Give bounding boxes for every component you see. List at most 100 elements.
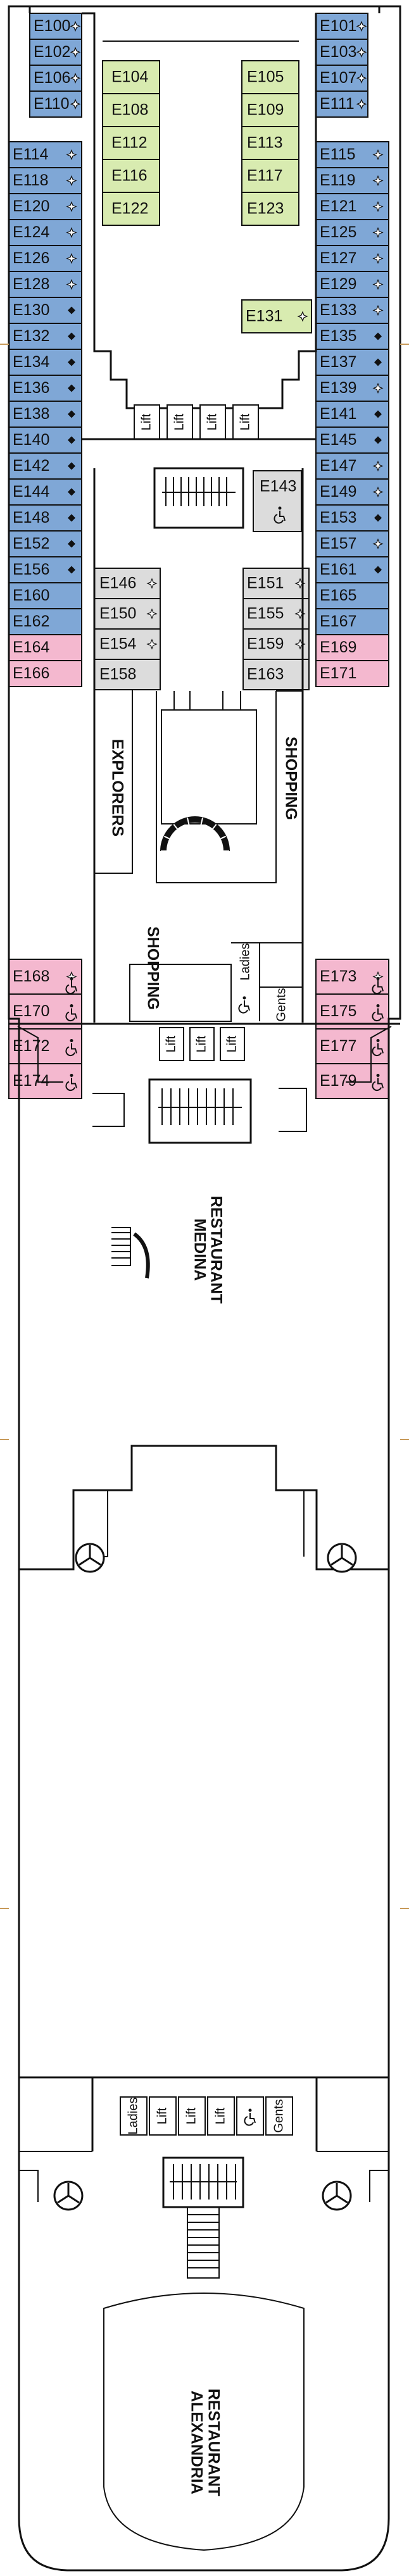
cabin-e104[interactable]: E104 (102, 60, 160, 94)
cabin-e103[interactable]: E103 (315, 39, 368, 66)
cabin-number: E135 (320, 327, 356, 345)
cabin-e156[interactable]: E156 (8, 556, 82, 583)
cabin-e152[interactable]: E152 (8, 530, 82, 557)
cabin-e110[interactable]: E110 (29, 90, 82, 118)
cabin-e146[interactable]: E146 (94, 568, 161, 599)
staircase-mid (148, 1078, 252, 1144)
spiral-staircase (160, 816, 230, 852)
cabin-e147[interactable]: E147 (315, 452, 389, 480)
cabin-e171[interactable]: E171 (315, 660, 389, 687)
cabin-e166[interactable]: E166 (8, 660, 82, 687)
cabin-e121[interactable]: E121 (315, 193, 389, 220)
sparkle-star-icon (146, 638, 158, 650)
cabin-e158[interactable]: E158 (94, 659, 161, 690)
fan-icon (75, 1543, 105, 1573)
cabin-e137[interactable]: E137 (315, 349, 389, 376)
cabin-number: E133 (320, 301, 356, 319)
cabin-e120[interactable]: E120 (8, 193, 82, 220)
cabin-e131[interactable]: E131 (241, 299, 312, 333)
cabin-e112[interactable]: E112 (102, 126, 160, 160)
cabin-e105[interactable]: E105 (241, 60, 299, 94)
forward-service-1: Ladies (120, 2096, 148, 2136)
cabin-e117[interactable]: E117 (241, 159, 299, 193)
cabin-e173[interactable]: E173 (315, 959, 389, 995)
cabin-e157[interactable]: E157 (315, 530, 389, 557)
cabin-e122[interactable]: E122 (102, 192, 160, 226)
cabin-e145[interactable]: E145 (315, 426, 389, 454)
connecting-dot-icon (68, 462, 75, 470)
cabin-number: E113 (247, 134, 283, 152)
connecting-dot-icon (374, 358, 382, 366)
medina-restaurant-label-1: MEDINA (191, 1219, 208, 1281)
cabin-e134[interactable]: E134 (8, 349, 82, 376)
cabin-number: E139 (320, 379, 356, 397)
cabin-e141[interactable]: E141 (315, 401, 389, 428)
cabin-e118[interactable]: E118 (8, 167, 82, 194)
cabin-e125[interactable]: E125 (315, 219, 389, 246)
svg-text:Lift: Lift (205, 413, 219, 430)
cabin-e160[interactable]: E160 (8, 582, 82, 609)
cabin-e136[interactable]: E136 (8, 375, 82, 402)
cabin-e124[interactable]: E124 (8, 219, 82, 246)
cabin-e126[interactable]: E126 (8, 245, 82, 272)
cabin-number: E146 (99, 575, 136, 592)
cabin-e130[interactable]: E130 (8, 297, 82, 324)
cabin-e142[interactable]: E142 (8, 452, 82, 480)
cabin-e119[interactable]: E119 (315, 167, 389, 194)
cabin-e163[interactable]: E163 (242, 659, 310, 690)
cabin-e127[interactable]: E127 (315, 245, 389, 272)
cabin-e164[interactable]: E164 (8, 634, 82, 661)
cabin-e128[interactable]: E128 (8, 271, 82, 298)
cabin-e132[interactable]: E132 (8, 323, 82, 350)
cabin-e155[interactable]: E155 (242, 598, 310, 630)
atrium-void (161, 709, 257, 824)
cabin-e167[interactable]: E167 (315, 608, 389, 635)
cabin-e109[interactable]: E109 (241, 93, 299, 127)
cabin-e108[interactable]: E108 (102, 93, 160, 127)
cabin-e162[interactable]: E162 (8, 608, 82, 635)
cabin-e111[interactable]: E111 (315, 90, 368, 118)
cabin-number: E158 (99, 666, 136, 683)
cabin-e139[interactable]: E139 (315, 375, 389, 402)
cabin-number: E142 (13, 457, 49, 475)
cabin-e107[interactable]: E107 (315, 65, 368, 92)
cabin-e154[interactable]: E154 (94, 628, 161, 660)
cabin-e115[interactable]: E115 (315, 141, 389, 168)
cabin-e100[interactable]: E100 (29, 13, 82, 40)
cabin-e116[interactable]: E116 (102, 159, 160, 193)
cabin-e135[interactable]: E135 (315, 323, 389, 350)
cabin-e168[interactable]: E168 (8, 959, 82, 995)
sparkle-star-icon (372, 382, 384, 394)
cabin-e144[interactable]: E144 (8, 478, 82, 506)
svg-text:Lift: Lift (155, 2107, 169, 2124)
cabin-number: E170 (13, 1002, 49, 1020)
cabin-number: E157 (320, 535, 356, 552)
cabin-e140[interactable]: E140 (8, 426, 82, 454)
cabin-e161[interactable]: E161 (315, 556, 389, 583)
cabin-e159[interactable]: E159 (242, 628, 310, 660)
cabin-e151[interactable]: E151 (242, 568, 310, 599)
cabin-e114[interactable]: E114 (8, 141, 82, 168)
cabin-e101[interactable]: E101 (315, 13, 368, 40)
cabin-e129[interactable]: E129 (315, 271, 389, 298)
cabin-e165[interactable]: E165 (315, 582, 389, 609)
cabin-number: E117 (247, 167, 283, 185)
cabin-e143[interactable]: E143 (253, 470, 302, 532)
sparkle-star-icon (146, 608, 158, 619)
cabin-number: E162 (13, 613, 49, 630)
cabin-e102[interactable]: E102 (29, 39, 82, 66)
cabin-e169[interactable]: E169 (315, 634, 389, 661)
cabin-e148[interactable]: E148 (8, 504, 82, 532)
cabin-e123[interactable]: E123 (241, 192, 299, 226)
cabin-e149[interactable]: E149 (315, 478, 389, 506)
cabin-e174[interactable]: E174 (8, 1063, 82, 1099)
cabin-e133[interactable]: E133 (315, 297, 389, 324)
cabin-e138[interactable]: E138 (8, 401, 82, 428)
cabin-number: E102 (34, 43, 70, 61)
cabin-e179[interactable]: E179 (315, 1063, 389, 1099)
cabin-e106[interactable]: E106 (29, 65, 82, 92)
fan-icon (53, 2181, 84, 2211)
cabin-e150[interactable]: E150 (94, 598, 161, 630)
cabin-e113[interactable]: E113 (241, 126, 299, 160)
cabin-e153[interactable]: E153 (315, 504, 389, 532)
